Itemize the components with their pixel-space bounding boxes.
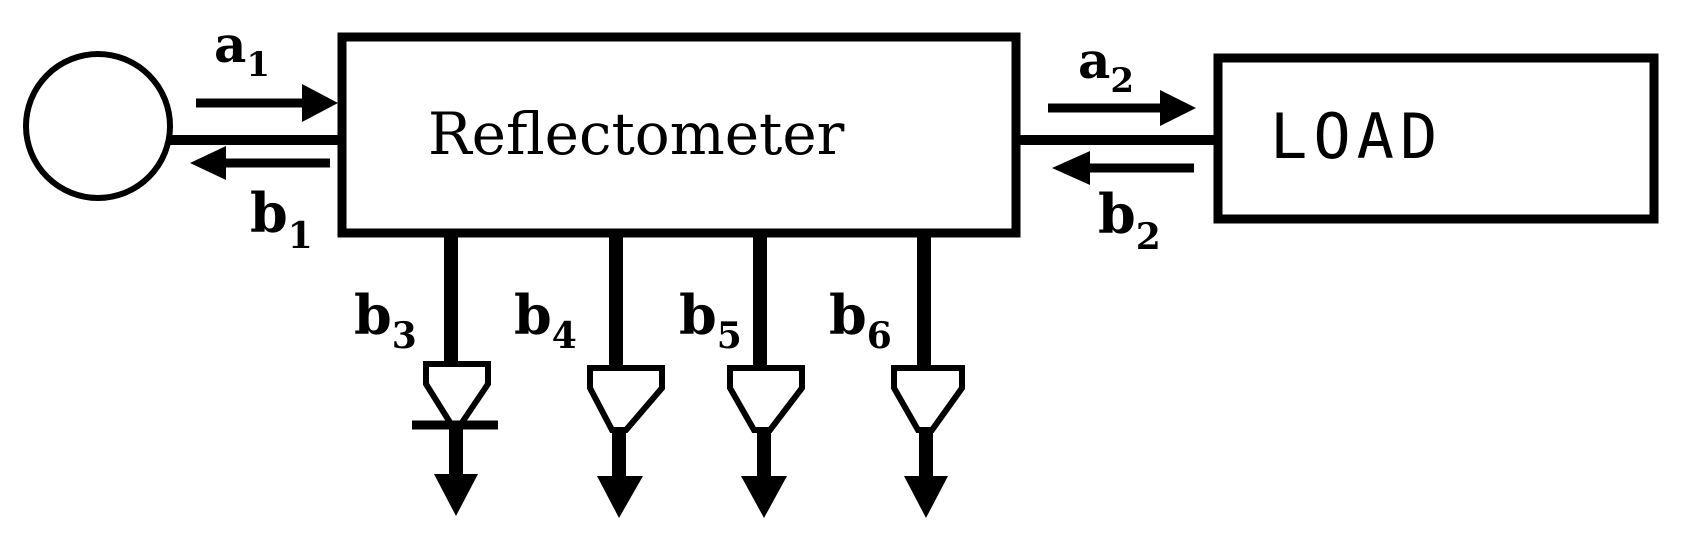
b5-label: b5 — [679, 283, 742, 357]
output-port-b5 — [727, 233, 805, 518]
b4-label: b4 — [514, 283, 577, 357]
b6-label: b6 — [829, 283, 892, 357]
source-circle — [23, 51, 173, 201]
b2-arrow — [1052, 151, 1194, 185]
load-label: LOAD — [1270, 100, 1443, 173]
output-port-b3 — [412, 233, 498, 516]
b1-label: b1 — [250, 181, 313, 257]
b2-label: b2 — [1098, 182, 1161, 258]
a2-arrow — [1048, 90, 1196, 126]
output-port-b4 — [587, 233, 665, 518]
output-port-b6 — [891, 233, 965, 518]
a2-label: a2 — [1078, 31, 1134, 101]
reflectometer-box — [337, 32, 1021, 238]
b1-arrow — [190, 146, 330, 180]
a1-label: a1 — [214, 15, 270, 85]
b3-label: b3 — [354, 283, 417, 357]
reflectometer-label: Reflectometer — [428, 100, 845, 168]
a1-arrow — [196, 84, 338, 122]
load-box — [1213, 53, 1659, 224]
